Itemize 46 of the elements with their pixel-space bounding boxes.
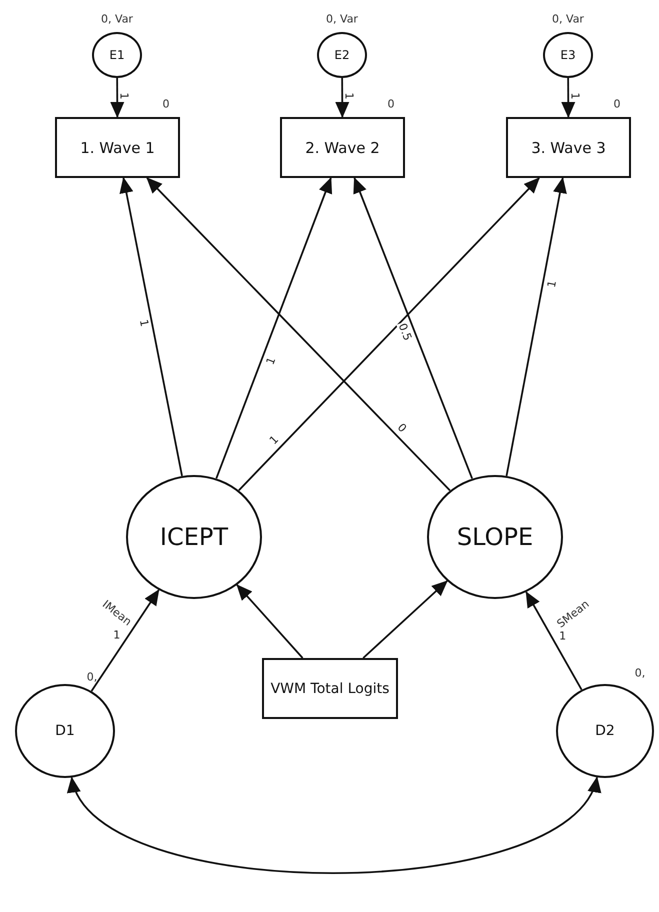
- edge-label: 1: [558, 630, 568, 642]
- observed-variable-box: [55, 117, 180, 178]
- edge-label: 1: [112, 630, 122, 641]
- parameter-label: 0: [162, 98, 170, 110]
- node-label: 1. Wave 1: [80, 138, 155, 156]
- node-label: SLOPE: [456, 523, 534, 551]
- arrow: [561, 78, 576, 118]
- parameter-label: 0: [614, 98, 620, 110]
- arrow: [525, 591, 582, 690]
- node-label: D1: [55, 723, 75, 739]
- latent-variable-ellipse: [317, 32, 367, 78]
- arrow: [353, 177, 473, 479]
- arrow: [236, 584, 304, 659]
- arrow: [362, 580, 448, 659]
- node-label: 3. Wave 3: [531, 138, 606, 156]
- arrow: [215, 177, 332, 479]
- edge-label: 0.5: [396, 320, 414, 343]
- node-label: VWM Total Logits: [270, 680, 390, 696]
- parameter-label: 0, Var: [326, 12, 358, 26]
- parameter-label: 0, Var: [101, 12, 133, 26]
- edge-label: 1: [137, 317, 150, 328]
- node-label: E2: [334, 48, 350, 62]
- arrow: [146, 177, 451, 492]
- node-label: E3: [560, 48, 576, 62]
- latent-variable-ellipse: [543, 32, 593, 78]
- node-label: D2: [595, 723, 615, 739]
- parameter-label: 0, Var: [552, 12, 584, 26]
- edge-label: 1: [344, 90, 355, 100]
- node-label: ICEPT: [160, 523, 228, 551]
- arrow: [335, 78, 350, 118]
- observed-variable-box: [262, 658, 398, 719]
- observed-variable-box: [506, 117, 631, 178]
- observed-variable-box: [280, 117, 405, 178]
- edge-label: 1: [118, 90, 130, 100]
- node-label: E1: [109, 48, 125, 62]
- parameter-label: 0,: [86, 670, 98, 684]
- latent-variable-ellipse: [92, 32, 142, 78]
- arrow: [110, 78, 124, 118]
- parameter-label: 0: [388, 98, 394, 110]
- arrow: [90, 589, 160, 692]
- arrow: [506, 177, 567, 476]
- edge-label: 1: [570, 90, 581, 100]
- arrow: [120, 177, 183, 476]
- node-label: 2. Wave 2: [305, 138, 380, 156]
- arrow: [238, 177, 540, 491]
- parameter-label: 0,: [634, 666, 646, 680]
